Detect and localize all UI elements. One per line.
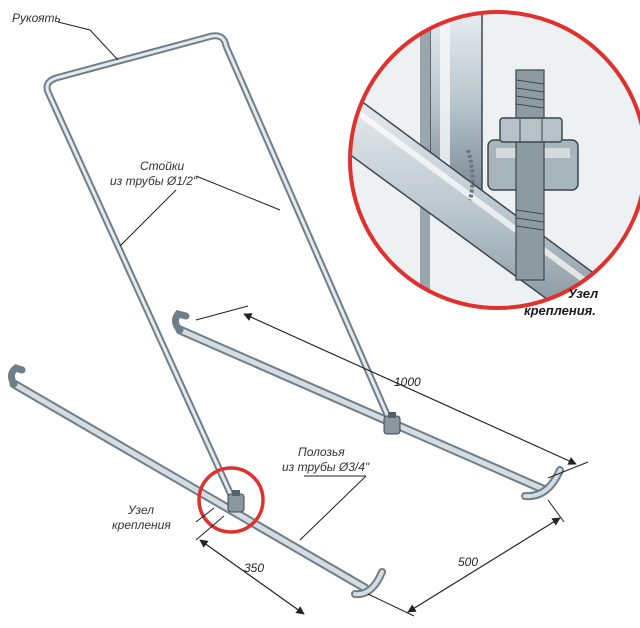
dimension-width xyxy=(367,499,565,617)
dimension-length xyxy=(195,305,589,479)
left-runner xyxy=(7,364,386,599)
label-posts-line2: из трубы Ø1/2" xyxy=(110,174,198,188)
dimension-width-value: 500 xyxy=(458,555,478,569)
dimension-joint-offset-value: 350 xyxy=(244,561,264,575)
joint-detail-view xyxy=(348,10,640,310)
label-posts-line1: Стойки xyxy=(140,159,185,173)
detail-circle-border xyxy=(348,10,640,310)
leader-lines xyxy=(57,21,367,541)
label-joint-detail-line2: крепления. xyxy=(524,303,596,318)
handle-frame xyxy=(43,32,396,510)
dimension-joint-offset xyxy=(195,515,305,615)
label-handle: Рукоять xyxy=(12,11,61,25)
label-joint-line2: крепления xyxy=(112,518,171,532)
label-joint-detail-line1: Узел xyxy=(568,286,598,301)
label-runners-line2: из трубы Ø3/4" xyxy=(282,460,370,474)
label-runners-line1: Полозья xyxy=(298,445,345,459)
dimension-length-value: 1000 xyxy=(394,375,421,389)
joint-highlight-circle xyxy=(197,466,265,534)
label-joint-line1: Узел xyxy=(127,503,154,517)
left-joint-clamp xyxy=(227,490,245,513)
